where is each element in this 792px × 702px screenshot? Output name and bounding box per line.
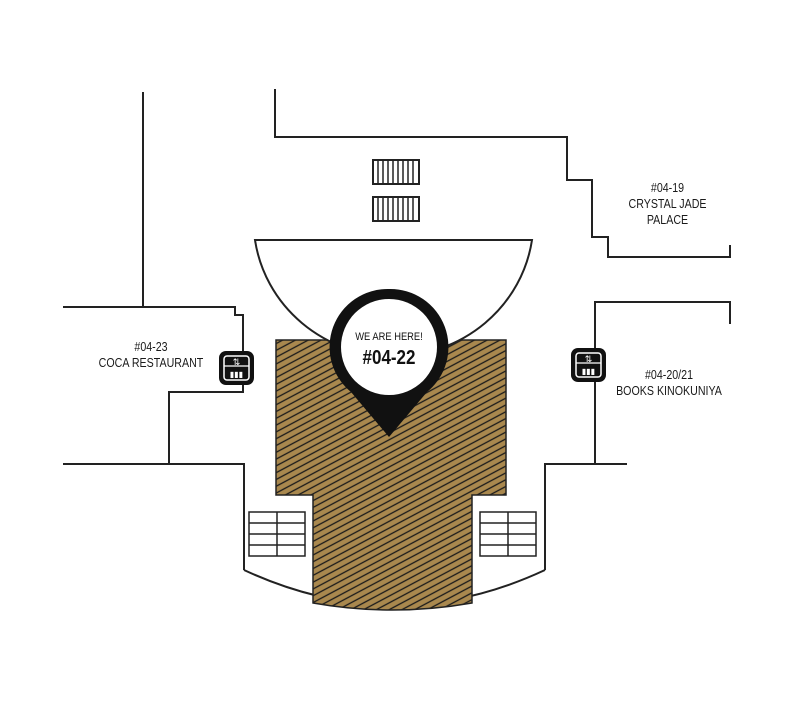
lift-icon-left: ⇅ ▮▮▮ xyxy=(219,351,254,385)
unit-04-22-highlight[interactable] xyxy=(275,339,507,611)
unit-label-04-20-21: #04-20/21 BOOKS KINOKUNIYA xyxy=(611,367,727,399)
unit-label-04-23: #04-23 COCA RESTAURANT xyxy=(93,339,209,371)
wall-crystal-jade xyxy=(274,89,731,258)
svg-text:▮▮▮: ▮▮▮ xyxy=(582,367,595,376)
wall-left-upper xyxy=(63,92,144,308)
escalator-icon xyxy=(372,159,420,222)
unit-name-line1: COCA RESTAURANT xyxy=(98,355,204,370)
wall-left-lower xyxy=(169,463,245,570)
svg-text:⇅: ⇅ xyxy=(233,358,241,368)
lift-icon-right: ⇅ ▮▮▮ xyxy=(571,348,606,382)
svg-text:▮▮▮: ▮▮▮ xyxy=(230,370,243,379)
you-are-here-marker xyxy=(329,288,449,437)
marker-caption: WE ARE HERE! xyxy=(355,331,423,343)
unit-name-line1: CRYSTAL JADE xyxy=(628,196,707,211)
unit-name-line1: BOOKS KINOKUNIYA xyxy=(616,383,722,398)
wall-right-lower xyxy=(544,463,595,570)
unit-label-04-19: #04-19 CRYSTAL JADE PALACE xyxy=(612,180,723,228)
wall-kinokuniya xyxy=(594,301,731,465)
svg-text:⇅: ⇅ xyxy=(585,355,593,365)
marker-unit-number: #04-22 xyxy=(362,347,416,369)
wall-coca-restaurant xyxy=(63,306,244,465)
unit-number: #04-20/21 xyxy=(644,367,694,382)
unit-number: #04-19 xyxy=(650,180,685,195)
marker-label: WE ARE HERE! #04-22 xyxy=(338,330,440,369)
unit-name-line2: PALACE xyxy=(646,212,689,227)
unit-number: #04-23 xyxy=(134,339,168,354)
staircase-icon xyxy=(248,511,537,557)
